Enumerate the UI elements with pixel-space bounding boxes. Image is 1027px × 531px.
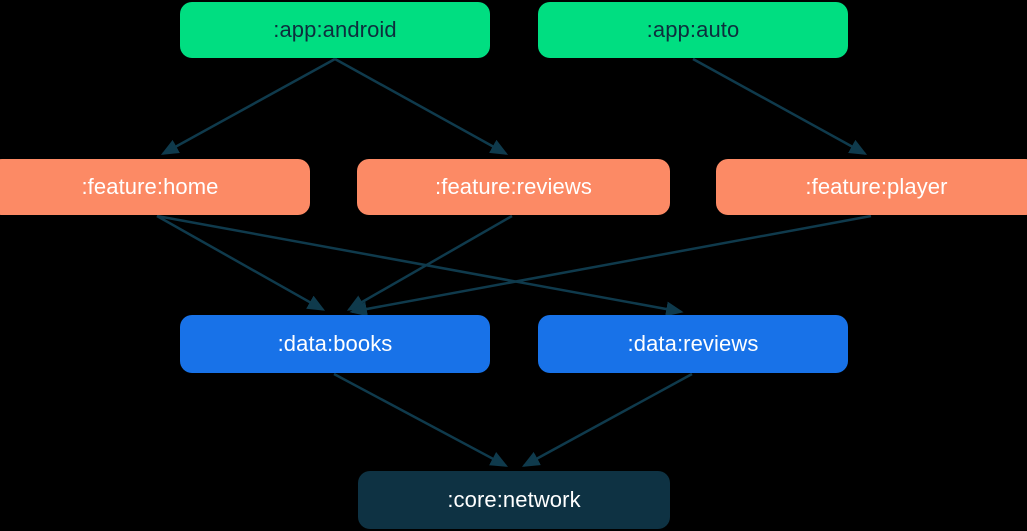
node-core-network[interactable]: :core:network <box>358 471 670 529</box>
node-label: :data:books <box>277 331 393 356</box>
edge-app-auto-to-feature-player <box>692 57 868 155</box>
node-app-android[interactable]: :app:android <box>180 2 490 58</box>
node-label: :app:android <box>273 17 397 42</box>
edge-feature-home-to-data-reviews <box>156 214 684 317</box>
edge-feature-player-to-data-books <box>349 214 872 317</box>
node-label: :data:reviews <box>627 331 759 356</box>
edge-data-books-to-core-network <box>333 372 509 467</box>
node-app-auto[interactable]: :app:auto <box>538 2 848 58</box>
node-label: :core:network <box>447 487 581 512</box>
node-label: :feature:home <box>81 174 219 199</box>
edge-app-android-to-feature-reviews <box>334 57 509 155</box>
edge-feature-reviews-to-data-books <box>346 214 513 311</box>
node-feature-player[interactable]: :feature:player <box>716 159 1027 215</box>
node-label: :feature:player <box>805 174 948 199</box>
edge-feature-home-to-data-books <box>156 214 326 311</box>
node-data-books[interactable]: :data:books <box>180 315 490 373</box>
node-label: :app:auto <box>646 17 740 42</box>
node-feature-home[interactable]: :feature:home <box>0 159 310 215</box>
edge-app-android-to-feature-home <box>160 57 336 155</box>
edge-data-reviews-to-core-network <box>521 372 693 467</box>
node-feature-reviews[interactable]: :feature:reviews <box>357 159 670 215</box>
node-data-reviews[interactable]: :data:reviews <box>538 315 848 373</box>
edges-group <box>156 57 872 467</box>
node-label: :feature:reviews <box>435 174 592 199</box>
